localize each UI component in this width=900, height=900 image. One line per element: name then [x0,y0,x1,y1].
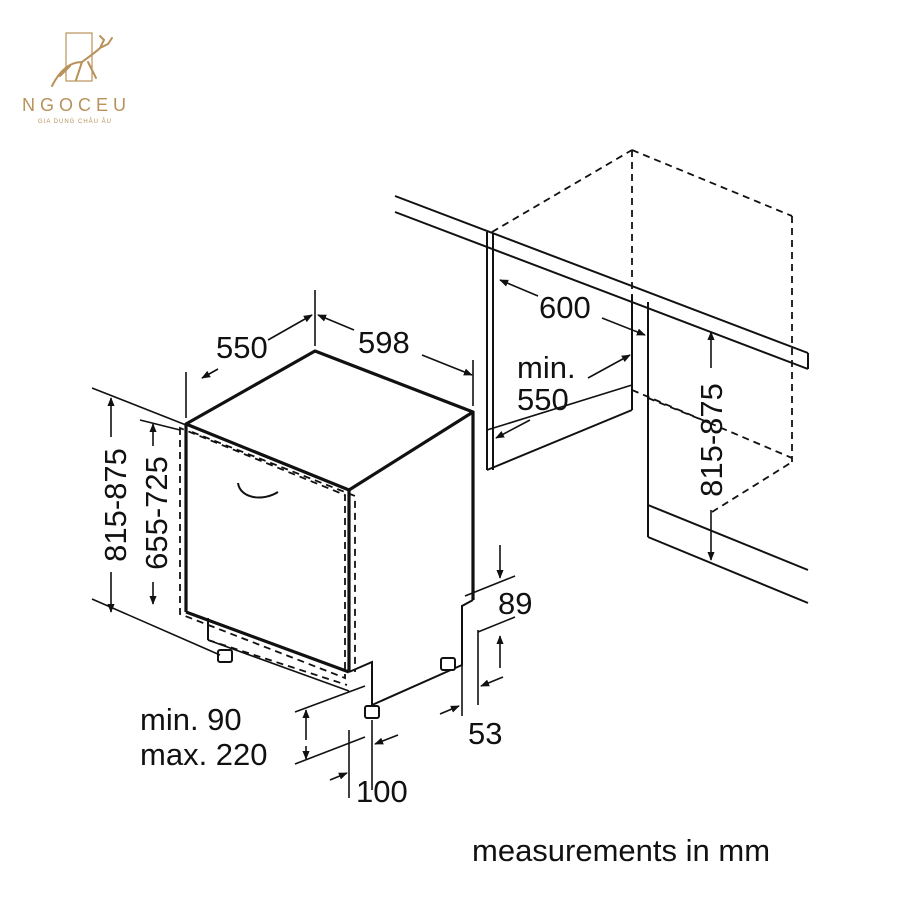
niche-height-label: 815-875 [694,383,729,497]
body-height-label: 655-725 [139,456,174,570]
plinth-gap-label: 89 [498,586,532,621]
dimension-labels: 550 598 815-875 655-725 600 min. 550 815… [98,290,729,809]
plinth-height-label-line1: min. 90 [140,702,242,737]
deer-logo-icon [51,32,113,87]
plinth-height-label-line2: max. 220 [140,737,268,772]
niche-depth-label-line2: 550 [517,382,569,417]
niche-width-label: 600 [539,290,591,325]
plinth-depth-label: 100 [356,774,408,809]
brand-name: NGOCEU [22,95,131,115]
brand-logo: NGOCEU GIA DỤNG CHÂU ÂU [22,32,131,125]
dishwasher-body [179,349,475,719]
total-height-label: 815-875 [98,448,133,562]
units-caption: measurements in mm [472,833,770,868]
cabinet-niche [394,149,809,604]
brand-tagline: GIA DỤNG CHÂU ÂU [38,118,112,125]
dimension-lines [91,279,715,798]
width-label: 598 [358,325,410,360]
foot-setback-label: 53 [468,716,502,751]
niche-depth-label-line1: min. [517,350,576,385]
depth-label: 550 [216,330,268,365]
door-handle [237,482,279,499]
adjustable-feet [217,649,456,719]
